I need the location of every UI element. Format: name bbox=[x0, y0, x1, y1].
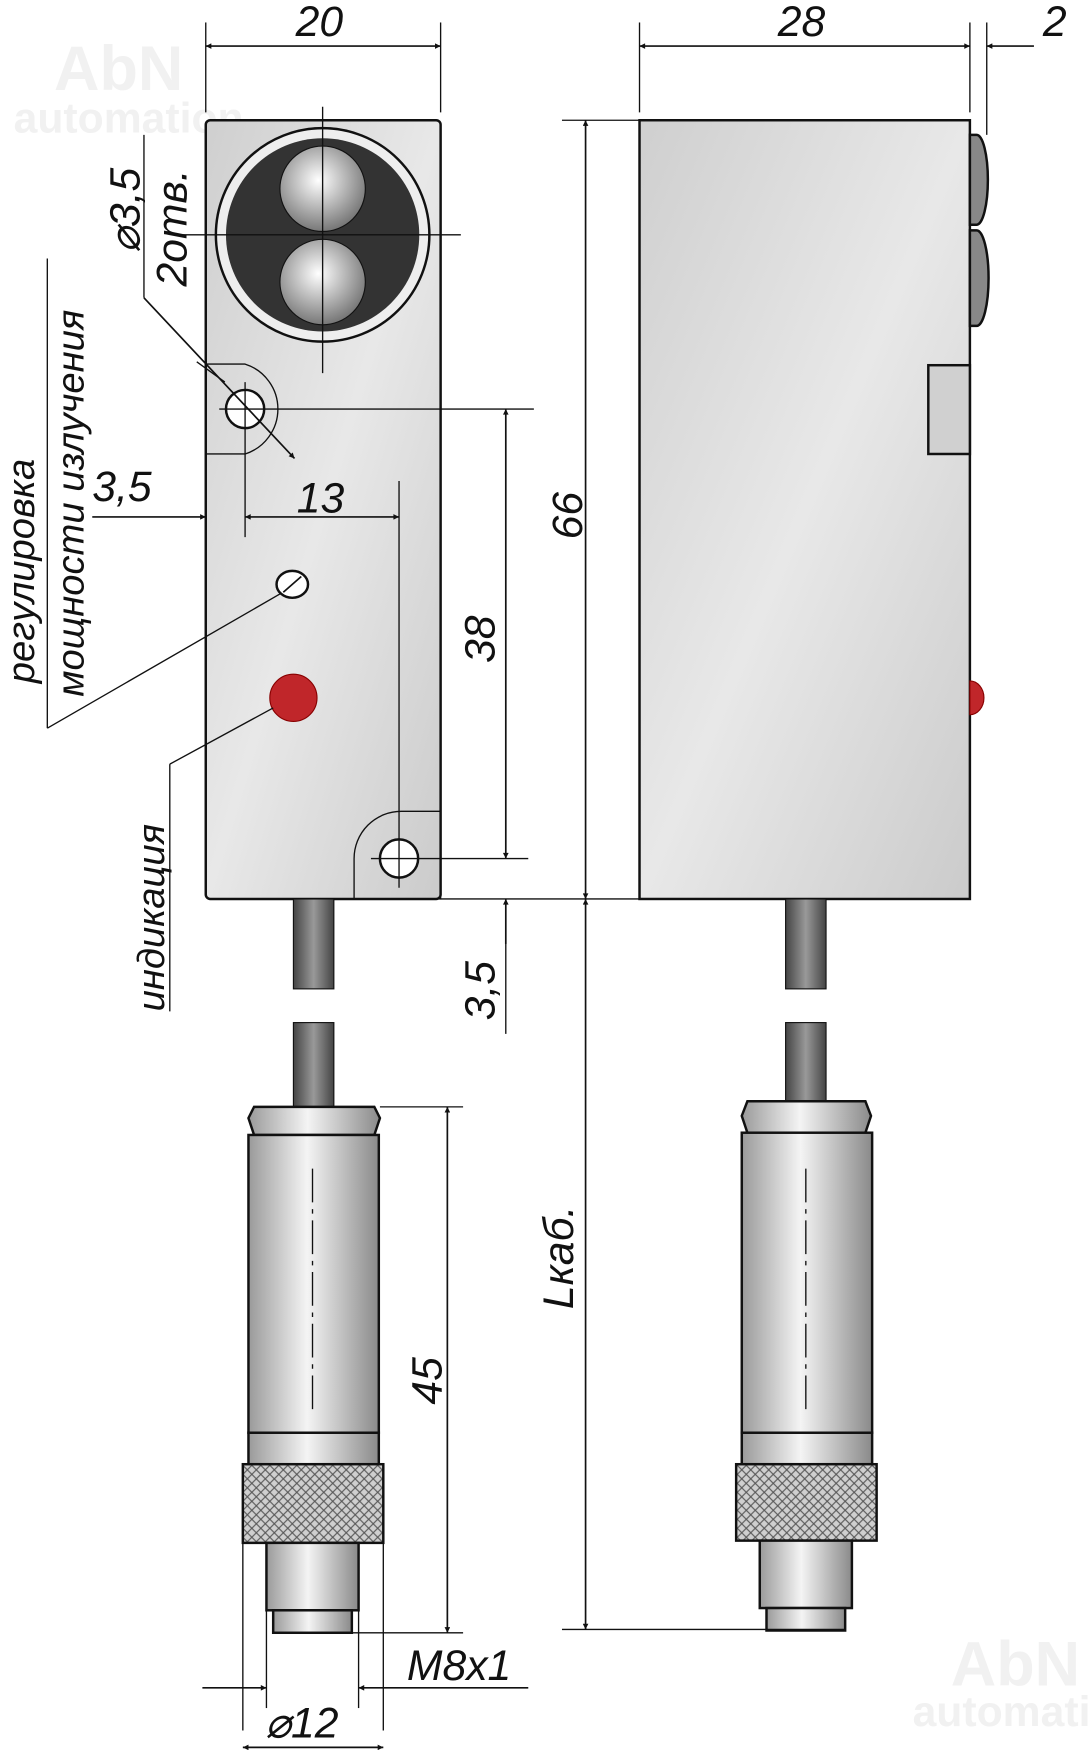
label-adjust-line2: мощности излучения bbox=[49, 310, 92, 697]
svg-text:automation: automation bbox=[913, 1688, 1088, 1736]
label-adjust-line1: регулировка bbox=[0, 459, 43, 684]
connector-knurl bbox=[241, 1462, 385, 1545]
dim-cable-length: Lкаб. bbox=[535, 1206, 583, 1310]
svg-text:AbN: AbN bbox=[951, 1630, 1080, 1700]
dim-hole-offset: 3,5 bbox=[92, 463, 152, 511]
dim-hole-count: 2отв. bbox=[149, 169, 197, 287]
dim-width-side: 28 bbox=[777, 0, 826, 46]
connector-body bbox=[247, 1133, 381, 1434]
dim-hole-spacing-h: 13 bbox=[297, 474, 345, 522]
thread bbox=[265, 1541, 360, 1612]
cable-top bbox=[292, 898, 335, 990]
front-view bbox=[179, 106, 534, 1635]
dim-connector-diameter: ⌀12 bbox=[265, 1699, 338, 1747]
label-indication: индикация bbox=[130, 824, 173, 1011]
mount-tab-bottom bbox=[353, 810, 442, 900]
dim-hole-diameter: ⌀3,5 bbox=[101, 168, 149, 253]
dim-thread: M8x1 bbox=[407, 1642, 511, 1690]
dim-height: 66 bbox=[544, 492, 592, 540]
dim-lens-protrusion: 2 bbox=[1042, 0, 1067, 46]
cable-bottom bbox=[292, 1022, 335, 1108]
side-view bbox=[638, 119, 990, 1632]
dim-hole-spacing-v: 38 bbox=[457, 615, 505, 663]
watermark-bottom: AbN automation bbox=[913, 1630, 1088, 1736]
dim-connector-length: 45 bbox=[404, 1357, 452, 1405]
dim-cable-offset: 3,5 bbox=[457, 961, 505, 1021]
mount-tab-top bbox=[205, 363, 279, 455]
dim-width-front: 20 bbox=[295, 0, 344, 46]
indicator-led bbox=[269, 673, 318, 722]
svg-text:AbN: AbN bbox=[54, 34, 183, 104]
dimension-lines bbox=[46, 22, 1034, 1751]
